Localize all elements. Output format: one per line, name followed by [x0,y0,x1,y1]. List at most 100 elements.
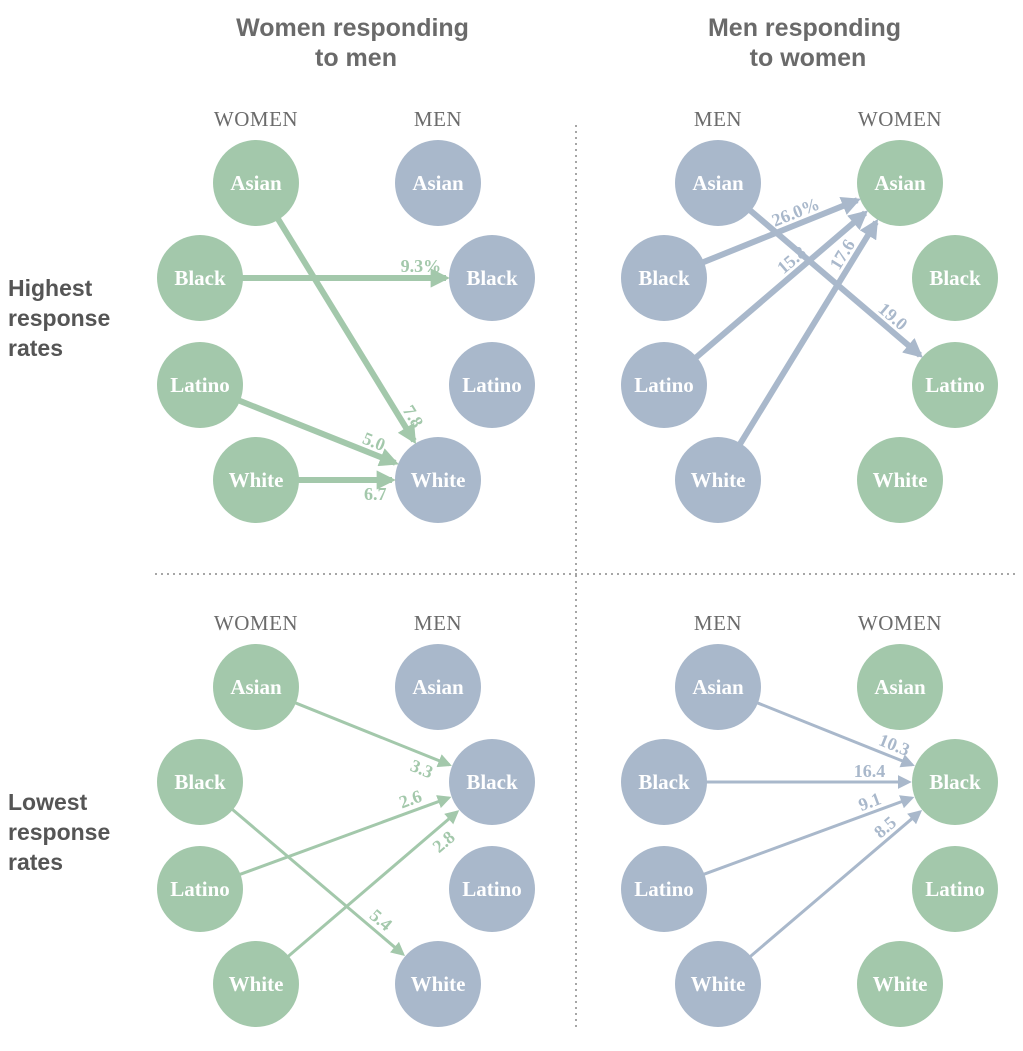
node-label-left-black: Black [638,770,690,794]
node-label-left-black: Black [174,266,226,290]
column-title-women-to-men-line-2: to men [315,44,397,72]
node-label-left-latino: Latino [634,877,694,901]
edge-label-asian-to-black: 3.3 [408,755,436,782]
node-label-left-white: White [229,972,284,996]
node-label-right-asian: Asian [412,675,464,699]
node-left-women-latino [157,342,243,428]
node-label-right-black: Black [929,266,981,290]
node-label-left-white: White [691,468,746,492]
node-right-men-black [449,739,535,825]
node-left-women-black [157,739,243,825]
heading-right-women: WOMEN [858,611,942,635]
column-title-men-to-women: Men responding to women [708,14,908,72]
edge-label-latino-to-asian: 15.8 [773,242,810,278]
arrow-latino-to-black [698,795,915,878]
node-label-right-white: White [873,468,928,492]
node-left-men-asian [675,644,761,730]
arrow-black-to-asian [697,197,861,267]
node-label-right-black: Black [929,770,981,794]
node-right-men-latino [449,846,535,932]
row-label-lowest-line-3: rates [8,849,63,875]
arrow-asian-to-black [751,699,915,768]
node-left-women-asian [213,140,299,226]
edge-label-white-to-white: 6.7 [364,484,387,504]
node-left-men-black [621,739,707,825]
node-label-left-black: Black [638,266,690,290]
node-right-women-white [857,437,943,523]
row-label-highest-line-3: rates [8,335,63,361]
node-label-left-white: White [691,972,746,996]
node-left-men-white [675,437,761,523]
node-right-women-latino [912,846,998,932]
edge-label-asian-to-black: 10.3 [876,730,913,760]
node-right-women-white [857,941,943,1027]
node-label-right-white: White [411,972,466,996]
heading-left-men: MEN [694,611,742,635]
node-label-right-latino: Latino [462,373,522,397]
arrow-black-to-white [227,804,406,956]
edge-label-white-to-black: 8.5 [870,812,900,842]
node-right-men-asian [395,140,481,226]
node-right-men-white [395,941,481,1027]
arrow-asian-to-latino [744,204,923,358]
node-label-right-asian: Asian [874,171,926,195]
edge-label-black-to-black: 16.4 [854,761,886,781]
node-label-right-latino: Latino [462,877,522,901]
heading-left-women: WOMEN [214,107,298,131]
node-label-left-latino: Latino [170,877,230,901]
node-right-women-latino [912,342,998,428]
node-label-right-black: Black [466,770,518,794]
node-left-women-black [157,235,243,321]
node-left-men-black [621,235,707,321]
node-left-women-white [213,941,299,1027]
node-label-right-asian: Asian [874,675,926,699]
node-label-left-latino: Latino [170,373,230,397]
node-left-men-white [675,941,761,1027]
heading-left-men: MEN [694,107,742,131]
node-label-right-black: Black [466,266,518,290]
node-label-left-black: Black [174,770,226,794]
heading-right-women: WOMEN [858,107,942,131]
node-right-men-latino [449,342,535,428]
node-left-women-asian [213,644,299,730]
arrow-asian-to-black [289,699,452,768]
edge-label-asian-to-latino: 19.0 [875,299,912,335]
arrow-white-to-black [745,810,923,962]
arrow-latino-to-black [234,795,452,878]
row-label-highest-line-1: Highest [8,275,93,301]
edge-label-black-to-black: 9.3% [401,256,442,276]
node-label-left-white: White [229,468,284,492]
heading-right-men: MEN [414,611,462,635]
node-right-men-black [449,235,535,321]
node-left-men-latino [621,846,707,932]
node-right-men-white [395,437,481,523]
node-left-men-asian [675,140,761,226]
column-title-women-to-men-line-1: Women responding [236,14,469,42]
node-label-right-latino: Latino [925,373,985,397]
node-left-women-white [213,437,299,523]
row-label-highest: Highest response rates [8,275,117,361]
column-title-men-to-women-line-2: to women [750,44,867,72]
arrow-white-to-black [283,810,460,962]
node-left-men-latino [621,342,707,428]
node-right-women-black [912,739,998,825]
node-label-left-asian: Asian [230,675,282,699]
row-label-lowest-line-2: response [8,819,110,845]
node-label-right-latino: Latino [925,877,985,901]
node-right-women-asian [857,644,943,730]
node-label-left-asian: Asian [692,675,744,699]
column-title-men-to-women-line-1: Men responding [708,14,901,42]
node-label-right-white: White [873,972,928,996]
row-label-lowest: Lowest response rates [8,789,117,875]
arrow-latino-to-asian [690,210,869,364]
column-title-women-to-men: Women responding to men [236,14,476,72]
node-label-right-white: White [411,468,466,492]
node-left-women-latino [157,846,243,932]
arrow-white-to-asian [734,218,879,451]
